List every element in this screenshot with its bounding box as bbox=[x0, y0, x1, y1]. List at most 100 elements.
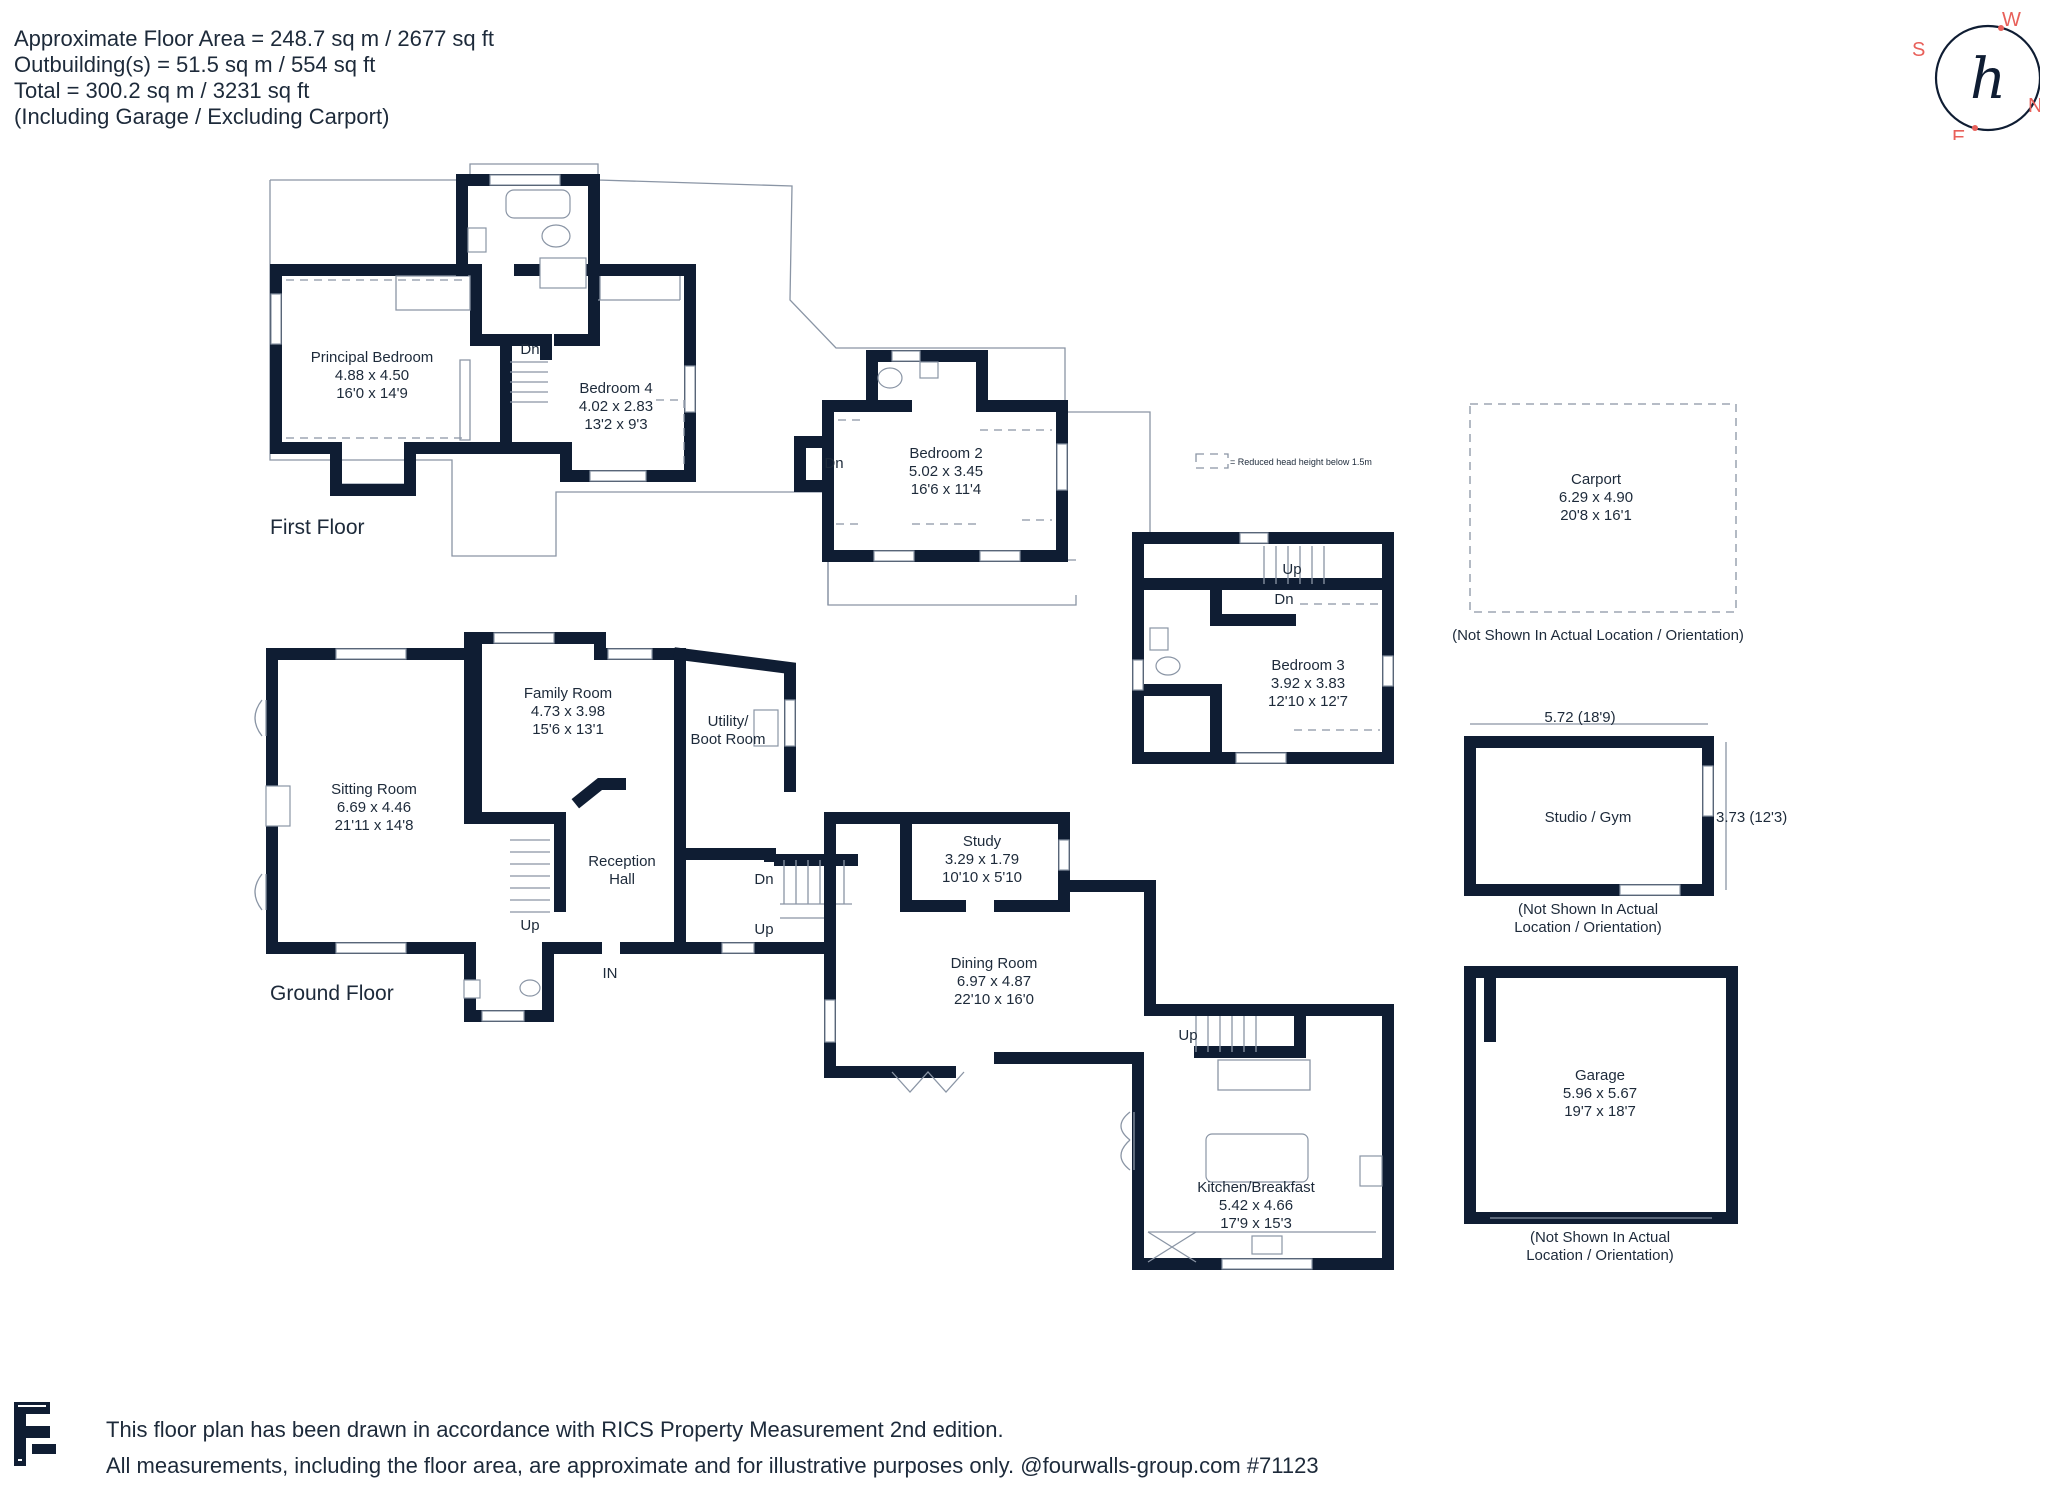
bedroom3-window-right bbox=[1382, 655, 1394, 687]
family-room-imperial: 15'6 x 13'1 bbox=[532, 721, 604, 738]
sitting-window-top bbox=[335, 648, 407, 660]
bedroom3-metric: 3.92 x 3.83 bbox=[1271, 675, 1345, 692]
studio-door bbox=[1619, 884, 1681, 896]
carport-name: Carport bbox=[1571, 471, 1622, 488]
dining-room-imperial: 22'10 x 16'0 bbox=[954, 991, 1034, 1008]
outbuilding-area: Outbuilding(s) = 51.5 sq m / 554 sq ft bbox=[14, 52, 376, 77]
kitchen-sink-icon bbox=[1251, 1235, 1283, 1255]
ground-floor-label: Ground Floor bbox=[270, 982, 394, 1005]
dining-window-left bbox=[824, 999, 836, 1043]
footer-line1: This floor plan has been drawn in accord… bbox=[106, 1417, 1004, 1442]
stairs-up-lobby: Up bbox=[754, 921, 773, 938]
sitting-window-bottom bbox=[335, 942, 407, 954]
studio-depth: 3.73 (12'3) bbox=[1716, 809, 1787, 826]
garage-note2: Location / Orientation) bbox=[1526, 1247, 1674, 1264]
compass-s: S bbox=[1912, 39, 1925, 61]
wc-basin-icon bbox=[463, 979, 481, 999]
garage-note1: (Not Shown In Actual bbox=[1530, 1229, 1670, 1246]
studio-note1: (Not Shown In Actual bbox=[1518, 901, 1658, 918]
carport-metric: 6.29 x 4.90 bbox=[1559, 489, 1633, 506]
kitchen-stairs bbox=[1195, 1016, 1257, 1052]
entrance-in: IN bbox=[603, 965, 618, 982]
compass-e: E bbox=[1952, 127, 1965, 140]
lobby-window bbox=[721, 942, 755, 954]
ensuite2-window bbox=[891, 350, 921, 362]
family-window-a bbox=[493, 632, 555, 644]
reception-name2: Hall bbox=[609, 871, 635, 888]
utility-walls bbox=[673, 647, 796, 902]
wc-toilet-icon bbox=[519, 979, 541, 997]
first-floor-stairs bbox=[510, 361, 548, 403]
study-metric: 3.29 x 1.79 bbox=[945, 851, 1019, 868]
kitchen-metric: 5.42 x 4.66 bbox=[1219, 1197, 1293, 1214]
bedroom2-walls bbox=[822, 350, 1068, 562]
lobby-stairs bbox=[780, 860, 852, 919]
bath-icon bbox=[505, 189, 571, 219]
first-floor-label: First Floor bbox=[270, 516, 365, 539]
study-name: Study bbox=[963, 833, 1002, 850]
fourwalls-logo-icon bbox=[14, 1402, 56, 1466]
carport-outline bbox=[1469, 403, 1737, 613]
bedroom4-imperial: 13'2 x 9'3 bbox=[584, 416, 647, 433]
stairs-dn-bed3: Dn bbox=[1274, 591, 1293, 608]
hob-icon bbox=[1359, 1155, 1383, 1187]
kitchen-imperial: 17'9 x 15'3 bbox=[1220, 1215, 1292, 1232]
compass-n: N bbox=[2028, 95, 2040, 117]
compass-ring bbox=[1934, 24, 2040, 132]
family-window-b bbox=[607, 648, 653, 660]
bedroom3-window-top bbox=[1239, 532, 1269, 544]
bathroom-window bbox=[489, 174, 561, 186]
total-area: Total = 300.2 sq m / 3231 sq ft bbox=[14, 78, 310, 103]
principal-bedroom-name: Principal Bedroom bbox=[311, 349, 434, 366]
kitchen-island bbox=[1205, 1133, 1309, 1183]
landing-walls bbox=[500, 334, 566, 454]
stairs-up-bed3: Up bbox=[1282, 561, 1301, 578]
carport-imperial: 20'8 x 16'1 bbox=[1560, 507, 1632, 524]
studio-window bbox=[1702, 765, 1714, 817]
bedroom2-window-bottom-b bbox=[979, 550, 1021, 562]
reception-walls bbox=[464, 778, 686, 1022]
wc-window bbox=[481, 1010, 525, 1022]
compass-w: W bbox=[2002, 10, 2021, 31]
bedroom4-window-bottom bbox=[589, 470, 647, 482]
garage-imperial: 19'7 x 18'7 bbox=[1564, 1103, 1636, 1120]
bedroom2-window-right bbox=[1056, 443, 1068, 491]
sitting-room-imperial: 21'11 x 14'8 bbox=[335, 817, 414, 834]
garage-name: Garage bbox=[1575, 1067, 1625, 1084]
footer-line2: All measurements, including the floor ar… bbox=[106, 1453, 1319, 1478]
bedroom4-window bbox=[684, 365, 696, 413]
basin-icon bbox=[467, 227, 487, 253]
first-floor: Dn Dn Bedroom 2 5.02 x 3.45 16'6 x 11'4 … bbox=[269, 163, 1394, 764]
sitting-room-metric: 6.69 x 4.46 bbox=[337, 799, 411, 816]
compass-logo: h S W N E bbox=[1912, 10, 2040, 140]
logo-letter: h bbox=[1970, 47, 2006, 112]
ensuite3-toilet-icon bbox=[1155, 656, 1181, 676]
bedroom3-walls bbox=[1132, 532, 1394, 764]
ground-stairs bbox=[510, 839, 550, 913]
floor-area-summary: Approximate Floor Area = 248.7 sq m / 26… bbox=[14, 26, 494, 130]
carport-note: (Not Shown In Actual Location / Orientat… bbox=[1452, 627, 1744, 644]
utility-name1: Utility/ bbox=[708, 713, 750, 730]
kitchen-units bbox=[1148, 1059, 1376, 1233]
stairs-dn-lobby: Dn bbox=[754, 871, 773, 888]
principal-bedroom-metric: 4.88 x 4.50 bbox=[335, 367, 409, 384]
bedroom2-window-bottom-a bbox=[873, 550, 915, 562]
principal-bedroom-walls bbox=[270, 264, 516, 454]
dining-room-metric: 6.97 x 4.87 bbox=[957, 973, 1031, 990]
kitchen-name: Kitchen/Breakfast bbox=[1197, 1179, 1315, 1196]
french-doors-sitting bbox=[254, 699, 267, 911]
outbuildings: Carport 6.29 x 4.90 20'8 x 16'1 (Not Sho… bbox=[1452, 403, 1787, 1264]
bedroom2-name: Bedroom 2 bbox=[909, 445, 982, 462]
fireplace-icon bbox=[265, 785, 291, 827]
utility-name2: Boot Room bbox=[690, 731, 765, 748]
utility-window bbox=[784, 699, 796, 747]
kitchen-french-doors bbox=[1120, 1111, 1135, 1171]
bedroom3-stairs bbox=[1263, 546, 1325, 584]
bedroom4-name: Bedroom 4 bbox=[579, 380, 652, 397]
bedroom3-imperial: 12'10 x 12'7 bbox=[1268, 693, 1348, 710]
principal-bedroom-imperial: 16'0 x 14'9 bbox=[336, 385, 408, 402]
sitting-room-name: Sitting Room bbox=[331, 781, 417, 798]
stairs-dn-bed2: Dn bbox=[824, 455, 843, 472]
bedroom4-metric: 4.02 x 2.83 bbox=[579, 398, 653, 415]
family-room-metric: 4.73 x 3.98 bbox=[531, 703, 605, 720]
